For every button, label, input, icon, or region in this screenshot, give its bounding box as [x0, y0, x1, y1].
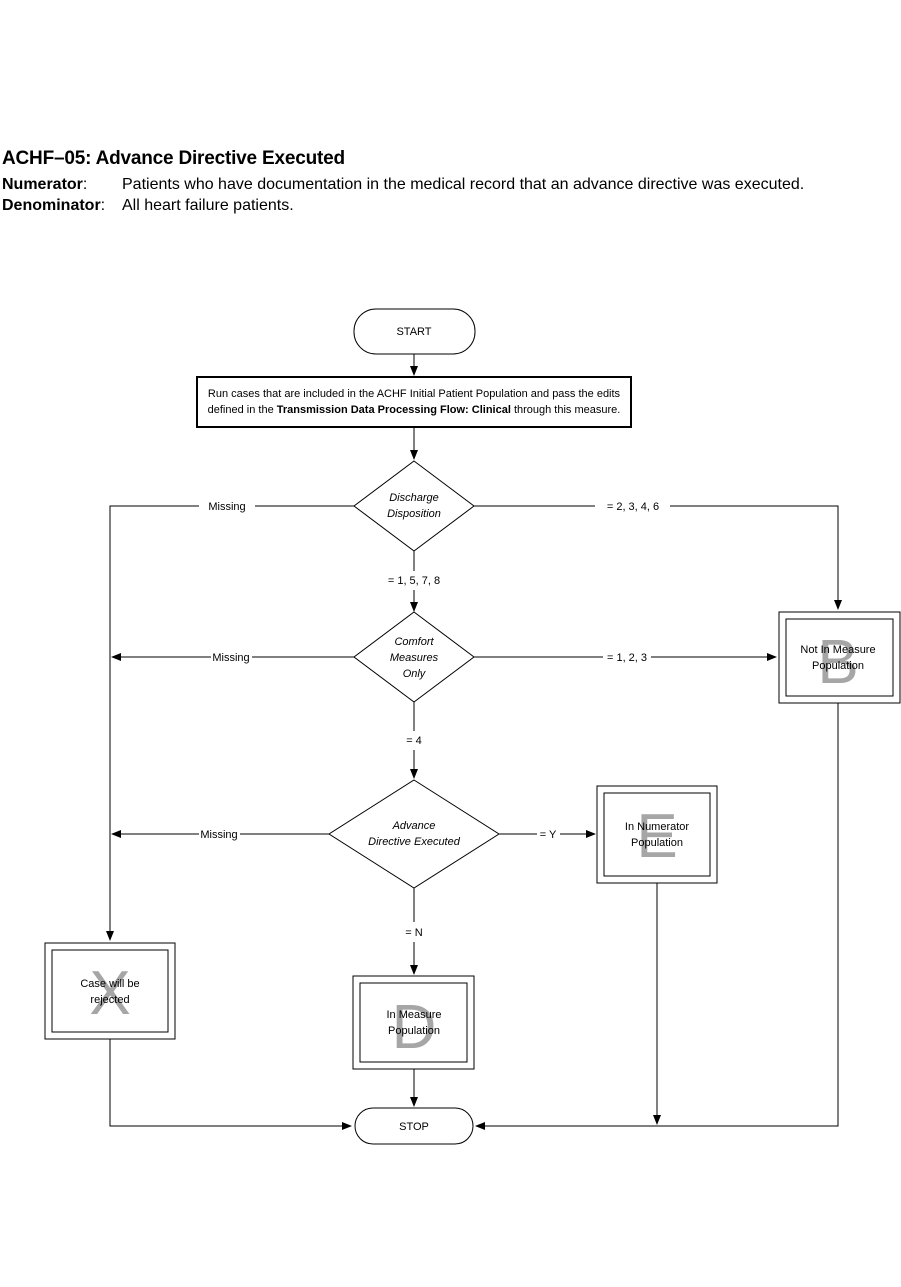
numerator-row: Numerator: Patients who have documentati…: [2, 176, 897, 194]
numerator-colon: :: [82, 176, 88, 193]
edge-discharge-right-b: [670, 505, 842, 610]
discharge-line-1: Discharge: [389, 492, 439, 504]
denominator-colon: :: [100, 197, 106, 214]
numerator-label: Numerator: [2, 176, 83, 193]
comfort-line-3: Only: [403, 668, 427, 680]
edge-label-advance-missing: Missing: [200, 829, 237, 841]
outcome-in-numerator: E In Numerator Population: [596, 785, 718, 884]
outcome-e-line-2: Population: [631, 837, 683, 849]
outcome-x-line-2: rejected: [90, 994, 129, 1006]
process-line-2-pre: defined in the: [208, 404, 277, 416]
outcome-rejected: X Case will be rejected: [44, 942, 176, 1040]
edge-label-discharge-missing: Missing: [208, 501, 245, 513]
outcome-letter-b: B: [817, 628, 858, 697]
edge-missing-trunk: [106, 505, 199, 941]
start-label: START: [396, 326, 431, 338]
edge-label-comfort-missing: Missing: [212, 652, 249, 664]
connector-rejected-stop: [109, 1039, 352, 1130]
decision-advance-directive: Advance Directive Executed: [328, 779, 500, 889]
edge-label-advance-yes: = Y: [540, 829, 557, 841]
edge-label-discharge-right: = 2, 3, 4, 6: [607, 501, 659, 513]
outcome-b-line-1: Not In Measure: [800, 644, 875, 656]
advance-line-1: Advance: [392, 820, 436, 832]
outcome-b-line-2: Population: [812, 660, 864, 672]
page-title: ACHF–05: Advance Directive Executed: [2, 148, 345, 169]
decision-discharge-disposition: Discharge Disposition: [353, 460, 475, 552]
outcome-in-measure: D In Measure Population: [352, 975, 475, 1070]
outcome-d-line-2: Population: [388, 1025, 440, 1037]
outcome-letter-e: E: [636, 802, 677, 871]
decision-comfort-measures: Comfort Measures Only: [353, 611, 475, 703]
stop-terminator: STOP: [354, 1107, 474, 1145]
numerator-text: Patients who have documentation in the m…: [122, 176, 805, 193]
outcome-not-in-measure: B Not In Measure Population: [778, 611, 901, 704]
edge-label-comfort-down: = 4: [406, 735, 422, 747]
process-box: Run cases that are included in the ACHF …: [196, 376, 632, 428]
process-line-2-post: through this measure.: [511, 404, 620, 416]
process-line-2-bold: Transmission Data Processing Flow: Clini…: [277, 404, 511, 416]
comfort-line-2: Measures: [390, 652, 439, 664]
denominator-text: All heart failure patients.: [122, 197, 294, 214]
stop-label: STOP: [399, 1121, 429, 1133]
start-terminator: START: [353, 308, 476, 355]
outcome-x-line-1: Case will be: [80, 978, 139, 990]
connector-not-in-measure-stop: [475, 703, 839, 1130]
edge-label-comfort-right: = 1, 2, 3: [607, 652, 647, 664]
outcome-letter-x: X: [89, 959, 130, 1028]
edge-label-advance-no: = N: [405, 927, 422, 939]
outcome-e-line-1: In Numerator: [625, 821, 690, 833]
denominator-row: Denominator: All heart failure patients.: [2, 197, 897, 215]
advance-line-2: Directive Executed: [368, 836, 461, 848]
comfort-line-1: Comfort: [394, 636, 434, 648]
denominator-label: Denominator: [2, 197, 101, 214]
process-line-2: defined in the Transmission Data Process…: [208, 404, 621, 416]
discharge-line-2: Disposition: [387, 508, 441, 520]
measure-header: ACHF–05: Advance Directive Executed Nume…: [2, 146, 897, 214]
outcome-d-line-1: In Measure: [386, 1009, 441, 1021]
outcome-letter-d: D: [392, 993, 437, 1062]
process-line-1: Run cases that are included in the ACHF …: [208, 388, 621, 400]
edge-label-discharge-down: = 1, 5, 7, 8: [388, 575, 440, 587]
